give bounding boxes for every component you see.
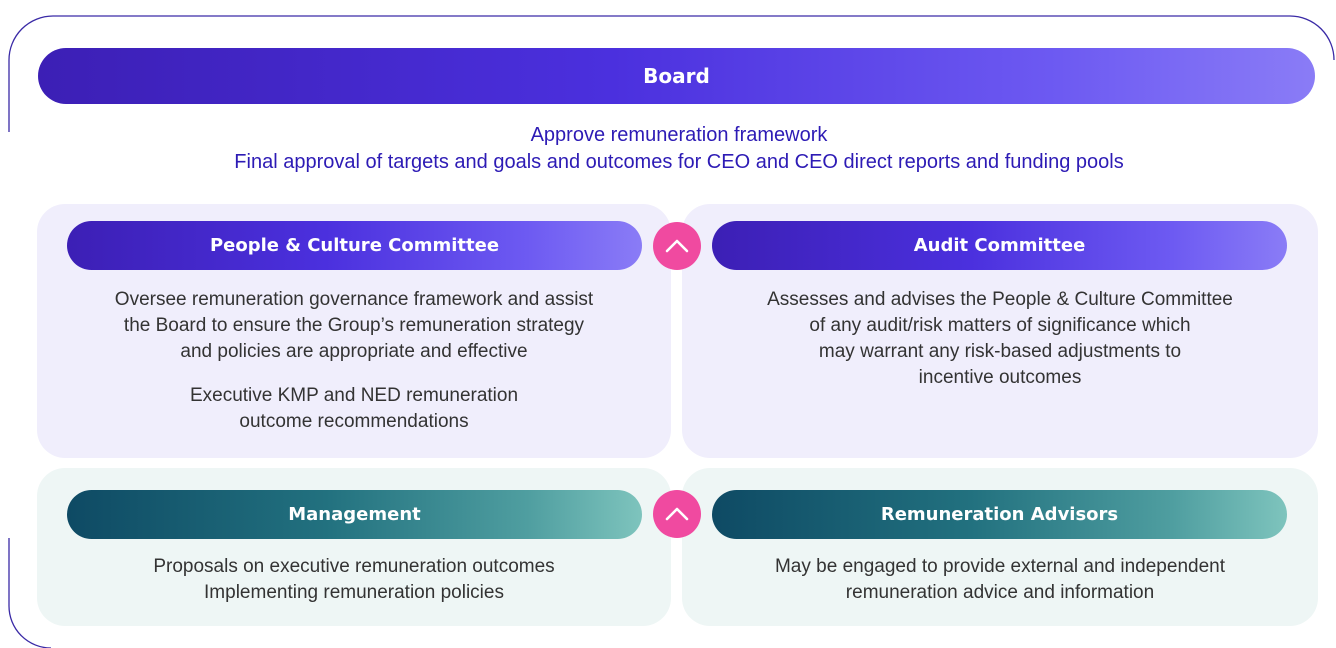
management-desc-line: Proposals on executive remuneration outc… [153, 556, 555, 577]
management-description: Proposals on executive remuneration outc… [44, 554, 664, 606]
management-title: Management [288, 504, 421, 525]
connector-top [653, 222, 701, 270]
people-culture-desc-line: and policies are appropriate and effecti… [180, 341, 528, 362]
advisors-header: Remuneration Advisors [712, 490, 1287, 539]
people-culture-desc-line: outcome recommendations [239, 411, 469, 432]
advisors-desc-line: May be engaged to provide external and i… [774, 556, 1225, 577]
audit-desc-line: of any audit/risk matters of significanc… [809, 315, 1191, 336]
audit-title: Audit Committee [913, 235, 1086, 256]
management-header: Management [67, 490, 642, 539]
advisors-description: May be engaged to provide external and i… [690, 554, 1310, 606]
audit-description: Assesses and advises the People & Cultur… [690, 287, 1310, 391]
chevron-up-icon [665, 507, 689, 521]
advisors-desc-line: remuneration advice and information [845, 582, 1155, 603]
management-desc-line: Implementing remuneration policies [204, 582, 504, 603]
audit-desc-line: may warrant any risk-based adjustments t… [818, 341, 1182, 362]
audit-desc-line: incentive outcomes [918, 367, 1082, 388]
board-description: Approve remuneration framework Final app… [0, 122, 1336, 176]
people-culture-recommendations: Executive KMP and NED remuneration outco… [44, 383, 664, 435]
people-culture-header: People & Culture Committee [67, 221, 642, 270]
people-culture-description: Oversee remuneration governance framewor… [44, 287, 664, 365]
audit-header: Audit Committee [712, 221, 1287, 270]
people-culture-desc-line: the Board to ensure the Group’s remunera… [123, 315, 585, 336]
board-header: Board [38, 48, 1315, 104]
board-title: Board [643, 64, 710, 88]
board-desc-line-2: Final approval of targets and goals and … [234, 151, 1124, 173]
advisors-title: Remuneration Advisors [880, 504, 1119, 525]
people-culture-desc-line: Executive KMP and NED remuneration [189, 385, 519, 406]
audit-desc-line: Assesses and advises the People & Cultur… [767, 289, 1233, 310]
connector-bottom [653, 490, 701, 538]
people-culture-title: People & Culture Committee [209, 235, 500, 256]
people-culture-desc-line: Oversee remuneration governance framewor… [114, 289, 594, 310]
board-desc-line-1: Approve remuneration framework [530, 124, 828, 146]
chevron-up-icon [665, 239, 689, 253]
